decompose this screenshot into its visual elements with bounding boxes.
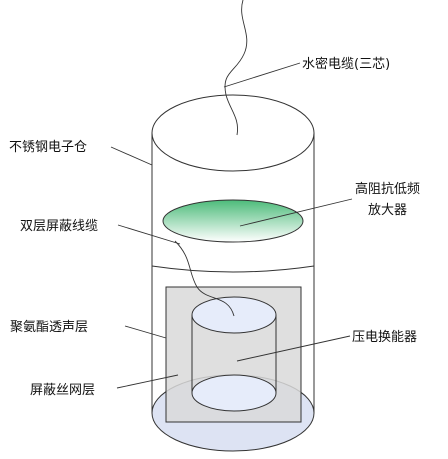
amplifier-disc xyxy=(162,199,304,243)
leader-shield-wire xyxy=(117,224,181,245)
shielded-wire xyxy=(174,240,235,317)
label-amplifier-line2: 放大器 xyxy=(368,203,407,218)
watertight-cable xyxy=(224,0,248,136)
cabin-top-ellipse xyxy=(151,94,315,172)
label-shield-wire: 双层屏蔽线缆 xyxy=(20,218,98,234)
leader-cable xyxy=(223,62,301,88)
leader-pu-layer xyxy=(124,325,167,339)
label-cabin: 不锈钢电子仓 xyxy=(9,140,87,155)
label-transducer: 压电换能器 xyxy=(352,330,417,345)
leader-cabin xyxy=(110,146,153,166)
cabin-divider xyxy=(151,265,315,273)
label-cable: 水密电缆(三芯) xyxy=(302,56,390,72)
leader-transducer xyxy=(236,335,351,362)
piezo-transducer xyxy=(191,296,277,412)
leader-lines xyxy=(110,62,353,389)
labels: 水密电缆(三芯) 不锈钢电子仓 高阻抗低频 放大器 双层屏蔽线缆 聚氨酯透声层 … xyxy=(9,56,420,398)
leader-amplifier xyxy=(239,198,353,227)
label-pu-layer: 聚氨酯透声层 xyxy=(10,320,88,335)
label-amplifier-line1: 高阻抗低频 xyxy=(355,181,420,197)
label-mesh-layer: 屏蔽丝网层 xyxy=(30,383,95,398)
transducer-bottom-ellipse xyxy=(191,374,277,412)
leader-mesh-layer xyxy=(116,374,179,389)
